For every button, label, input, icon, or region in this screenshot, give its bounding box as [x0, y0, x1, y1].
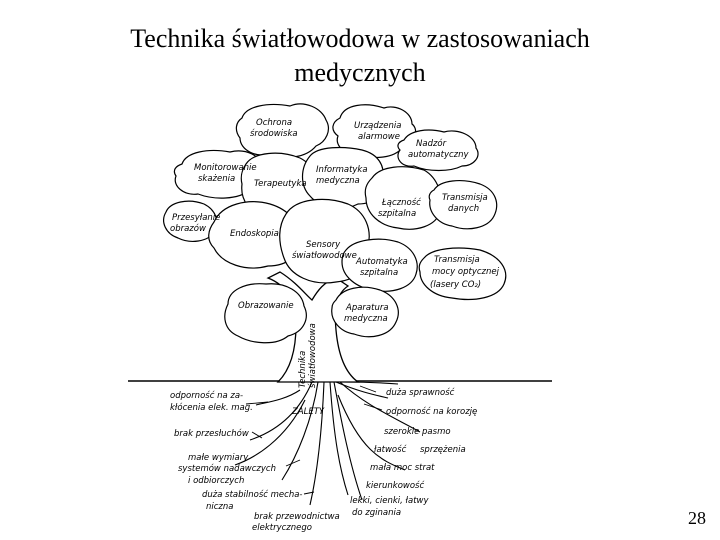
label-przesylanie-2: obrazów [170, 223, 206, 234]
label-nadzor-1: Nadzór [416, 138, 447, 149]
page-title: Technika światłowodowa w zastosowaniach … [0, 22, 720, 90]
label-right-4a: łatwość [374, 444, 407, 455]
label-monitorowanie-2: skażenia [198, 174, 235, 184]
label-sensory-2: światłowodowe [292, 250, 357, 261]
trunk-label: Technika światłowodowa [298, 323, 318, 388]
blob-transmisja-mocy [418, 247, 507, 301]
label-aparatura-1: Aparatura [345, 303, 389, 313]
label-left-4a: duża stabilność mecha- [202, 489, 302, 500]
label-lacznosc-1: Łączność [381, 197, 421, 208]
title-line-2: medycznych [294, 58, 426, 87]
label-terapeutyka: Terapeutyka [254, 179, 307, 189]
label-left-5a: brak przewodnictwa [254, 512, 340, 522]
label-ochrona-2: środowiska [250, 128, 298, 139]
label-automatyka-2: szpitalna [360, 268, 398, 278]
label-left-1a: odporność na za- [170, 390, 243, 401]
label-left-5b: elektrycznego [252, 523, 312, 533]
label-left-2: brak przesłuchów [174, 428, 249, 439]
label-sensory-1: Sensory [306, 240, 341, 250]
label-aparatura-2: medyczna [344, 314, 388, 324]
crown-labels: Ochrona środowiska Urządzenia alarmowe N… [170, 118, 500, 324]
label-right-7b: do zginania [352, 508, 401, 518]
label-urzadzenia-2: alarmowe [358, 132, 400, 142]
leader-lines [245, 385, 383, 495]
label-monitorowanie-1: Monitorowanie [194, 163, 257, 173]
blob-automatyka [341, 238, 418, 292]
label-right-6: kierunkowość [366, 480, 424, 491]
label-left-3a: małe wymiary [188, 453, 249, 463]
label-urzadzenia-1: Urządzenia [354, 121, 401, 131]
label-obrazowanie: Obrazowanie [238, 301, 294, 311]
label-right-1: duża sprawność [386, 387, 455, 398]
label-right-5: mała moc strat [370, 463, 435, 473]
label-transmisja-mocy-2: mocy optycznej [432, 267, 500, 277]
label-right-7a: lekki, cienki, łatwy [350, 496, 429, 506]
root-labels: ZALETY odporność na za- kłócenia elek. m… [170, 387, 477, 533]
title-line-1: Technika światłowodowa w zastosowaniach [130, 24, 590, 53]
label-ochrona-1: Ochrona [256, 118, 292, 128]
tree-crown [163, 103, 507, 344]
blob-aparatura [331, 286, 399, 338]
blob-nadzor [397, 129, 479, 172]
label-lacznosc-2: szpitalna [378, 209, 416, 219]
label-informatyka-1: Informatyka [316, 165, 368, 175]
label-informatyka-2: medyczna [316, 176, 360, 186]
label-transmisja-danych-1: Transmisja [442, 193, 488, 203]
blob-lacznosc [364, 166, 442, 230]
blob-ochrona [235, 103, 329, 158]
roots [234, 381, 421, 506]
label-transmisja-mocy-1: Transmisja [434, 255, 480, 265]
label-nadzor-2: automatyczny [408, 150, 470, 160]
label-right-3: szerokie pasmo [384, 427, 451, 437]
blob-transmisja-danych [428, 180, 498, 230]
label-right-4b: sprzężenia [420, 445, 466, 455]
label-przesylanie-1: Przesyłanie [172, 213, 220, 223]
label-left-3c: i odbiorczych [188, 476, 244, 486]
label-right-2: odporność na korozję [386, 406, 477, 417]
label-transmisja-mocy-3: (lasery CO₂) [430, 280, 481, 290]
page-number: 28 [688, 508, 706, 528]
label-endoskopia: Endoskopia [230, 229, 279, 239]
label-zalety: ZALETY [291, 407, 325, 417]
label-left-4b: niczna [206, 502, 233, 512]
trunk-label-2: światłowodowa [307, 323, 318, 388]
label-transmisja-danych-2: danych [448, 204, 479, 214]
blob-obrazowanie [224, 283, 307, 344]
label-left-1b: kłócenia elek. mag. [170, 402, 253, 413]
label-left-3b: systemów nadawczych [178, 463, 276, 474]
label-automatyka-1: Automatyka [355, 257, 408, 267]
trunk-label-1: Technika [298, 351, 308, 388]
